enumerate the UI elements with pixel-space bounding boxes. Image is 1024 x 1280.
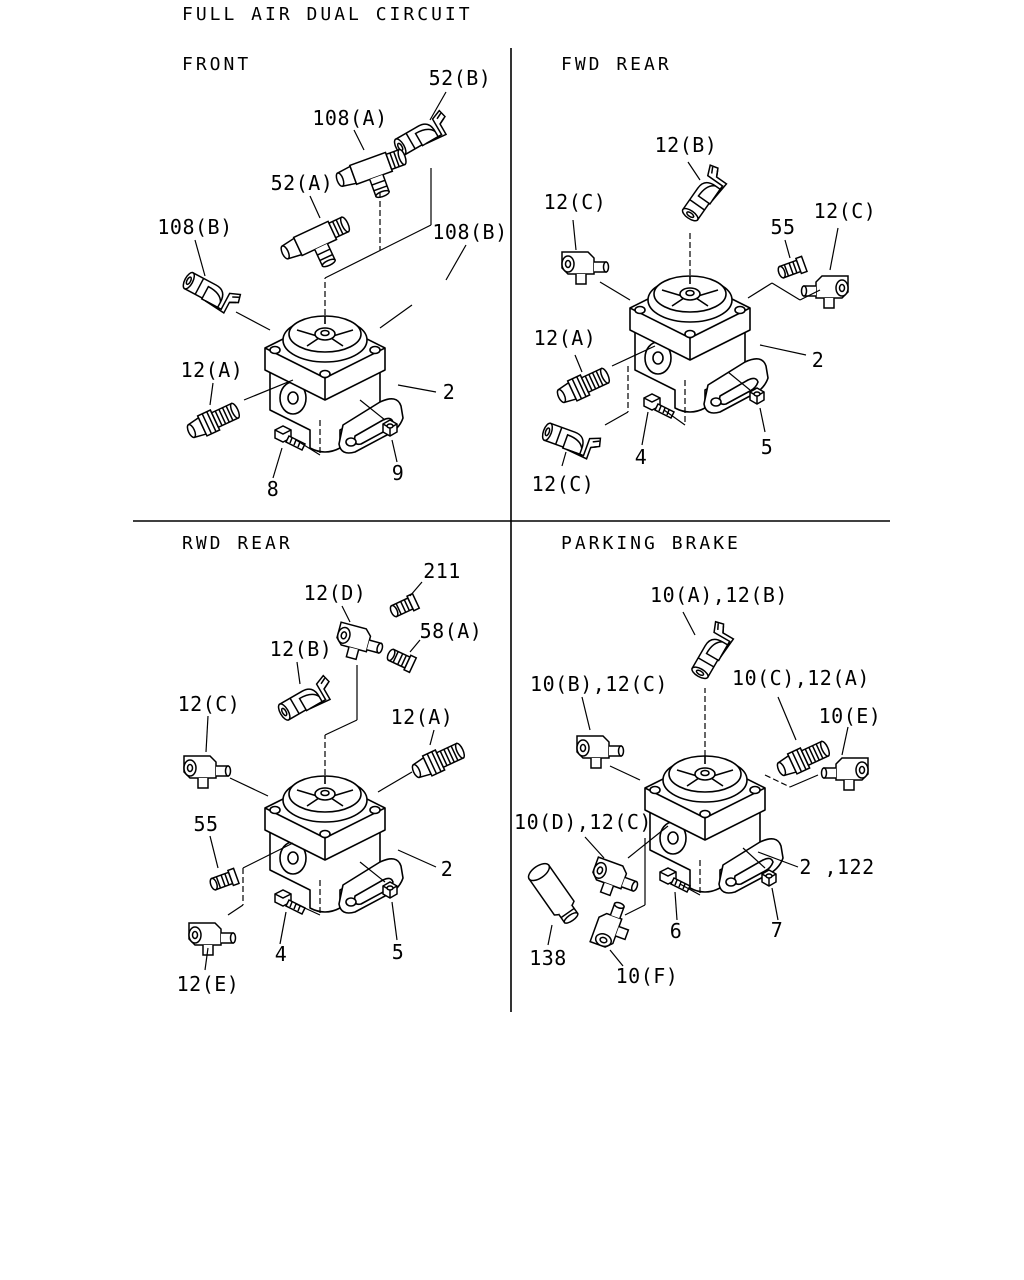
callout-label: 10(E) <box>818 704 882 728</box>
callout-label: 12(C) <box>531 472 595 496</box>
callout-label: 12(B) <box>654 133 718 157</box>
callout-label: 10(F) <box>615 964 679 988</box>
panel-dividers <box>133 48 890 1012</box>
callout-label: 108(A) <box>312 106 388 130</box>
callout-label: 58(A) <box>419 619 483 643</box>
diagram-title: FULL AIR DUAL CIRCUIT <box>182 4 473 25</box>
callout-label: 6 <box>669 919 683 943</box>
callout-label: 55 <box>193 812 219 836</box>
callout-label: 52(A) <box>270 171 334 195</box>
panel-title-parking-brake: PARKING BRAKE <box>561 533 741 554</box>
callout-label: 108(B) <box>432 220 508 244</box>
callout-label: 4 <box>634 445 648 469</box>
callout-label: 5 <box>760 435 774 459</box>
callout-label: 12(D) <box>303 581 367 605</box>
callout-label: 138 <box>529 946 567 970</box>
callout-label: 12(A) <box>390 705 454 729</box>
callout-label: 12(B) <box>269 637 333 661</box>
callout-label: 52(B) <box>428 66 492 90</box>
callout-label: 2 <box>440 857 454 881</box>
panel-title-rwd-rear: RWD REAR <box>182 533 293 554</box>
callout-label: 2 ,122 <box>799 855 875 879</box>
callout-label: 10(A),12(B) <box>650 583 788 607</box>
callout-label: 2 <box>442 380 456 404</box>
callout-label: 10(B),12(C) <box>530 672 668 696</box>
callout-label: 7 <box>770 918 784 942</box>
callout-label: 2 <box>811 348 825 372</box>
callout-label: 12(A) <box>180 358 244 382</box>
rwd-rear-assembly <box>183 582 469 970</box>
fwd-rear-assembly <box>538 162 849 466</box>
callout-label: 55 <box>770 215 796 239</box>
callout-label: 12(E) <box>176 972 240 996</box>
panel-title-front: FRONT <box>182 54 252 75</box>
callout-label: 5 <box>391 940 405 964</box>
callout-label: 9 <box>391 461 405 485</box>
callout-label: 8 <box>266 477 280 501</box>
callout-label: 108(B) <box>157 215 233 239</box>
callout-label: 10(C),12(A) <box>732 666 870 690</box>
callout-label: 12(C) <box>543 190 607 214</box>
panel-title-fwd-rear: FWD REAR <box>561 54 672 75</box>
callout-label: 12(A) <box>533 326 597 350</box>
callout-label: 10(D),12(C) <box>514 810 652 834</box>
callout-label: 211 <box>423 559 461 583</box>
callout-label: 12(C) <box>177 692 241 716</box>
parking-brake-assembly <box>524 612 869 966</box>
front-assembly <box>178 92 466 713</box>
callout-label: 12(C) <box>813 199 877 223</box>
callout-label: 4 <box>274 942 288 966</box>
